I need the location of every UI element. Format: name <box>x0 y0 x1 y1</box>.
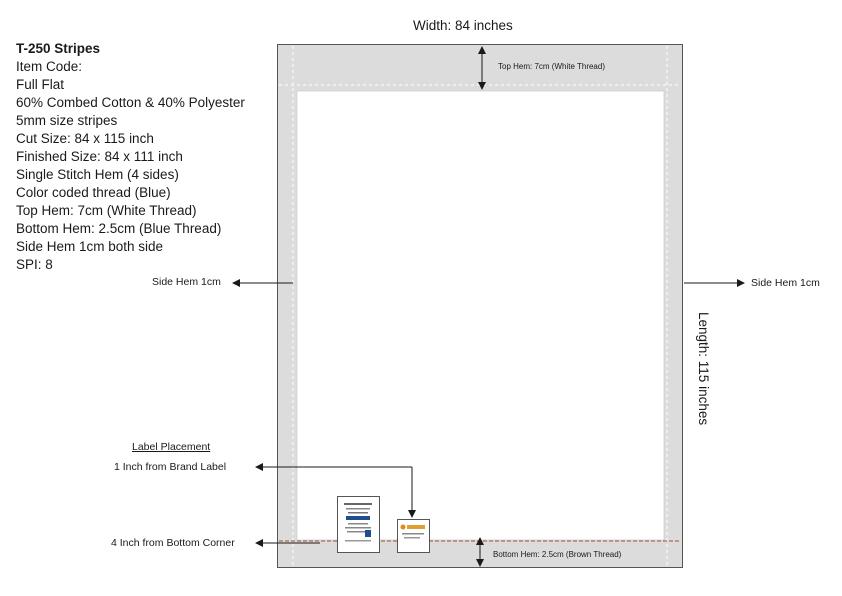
spec-line: Finished Size: 84 x 111 inch <box>16 149 183 164</box>
spec-line: Side Hem 1cm both side <box>16 239 164 254</box>
spec-title: T-250 Stripes <box>16 41 101 56</box>
spec-line: Single Stitch Hem (4 sides) <box>16 167 179 182</box>
side-hem-left-label: Side Hem 1cm <box>152 276 221 288</box>
top-hem-label: Top Hem: 7cm (White Thread) <box>498 62 605 71</box>
spec-list: T-250 Stripes Item Code: Full Flat 60% C… <box>16 40 245 274</box>
care-label-picture <box>397 519 430 553</box>
spec-line: 60% Combed Cotton & 40% Polyester <box>16 95 245 110</box>
sheet-body <box>297 91 664 540</box>
bottom-corner-distance: 4 Inch from Bottom Corner <box>111 537 235 549</box>
spec-line: Cut Size: 84 x 115 inch <box>16 131 154 146</box>
spec-line: Item Code: <box>16 59 83 74</box>
brand-label-distance: 1 Inch from Brand Label <box>114 461 227 473</box>
spec-line: Top Hem: 7cm (White Thread) <box>16 203 197 218</box>
spec-line: SPI: 8 <box>16 257 53 272</box>
spec-line: Full Flat <box>16 77 65 92</box>
bottom-hem-label: Bottom Hem: 2.5cm (Brown Thread) <box>493 550 622 559</box>
spec-line: Color coded thread (Blue) <box>16 185 171 200</box>
side-hem-right-label: Side Hem 1cm <box>751 277 820 289</box>
spec-line: Bottom Hem: 2.5cm (Blue Thread) <box>16 221 222 236</box>
width-label: Width: 84 inches <box>413 18 513 33</box>
length-label: Length: 115 inches <box>696 312 711 426</box>
spec-line: 5mm size stripes <box>16 113 118 128</box>
brand-label-picture <box>337 496 380 553</box>
label-placement-heading: Label Placement <box>132 441 211 453</box>
